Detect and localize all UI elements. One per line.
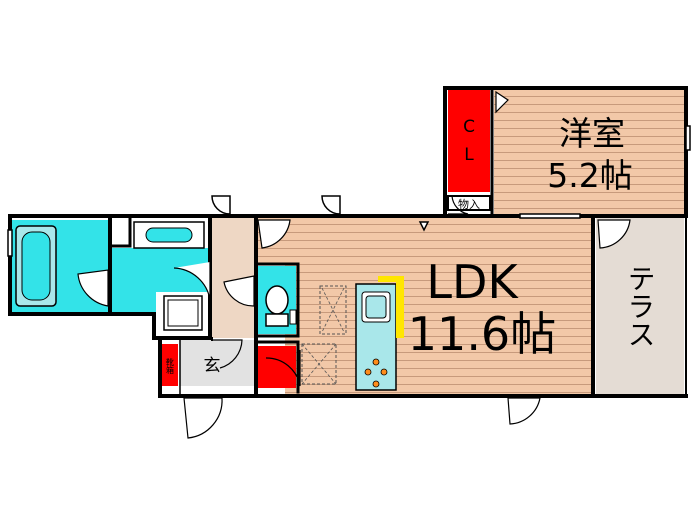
- stove-burner-4: [372, 358, 380, 366]
- side-window: [685, 125, 691, 151]
- stove-burner-3: [372, 380, 380, 388]
- toilet-tank: [265, 313, 289, 327]
- stove-burner-2: [380, 368, 388, 376]
- entrance-floor: [180, 340, 254, 386]
- ldk-entry-door: [257, 219, 291, 249]
- western-room-door: [495, 90, 509, 114]
- bathtub-inner: [21, 231, 51, 301]
- terrace-name: テラス: [624, 264, 657, 348]
- washroom-door: [173, 262, 211, 301]
- western-room-size: 5.2帖: [547, 156, 632, 195]
- storage-label: 物入: [458, 197, 480, 211]
- storage-block: [447, 195, 491, 211]
- pantry-mark: [301, 343, 337, 385]
- washing-machine-inner: [167, 299, 199, 327]
- entrance-name: 玄: [204, 356, 221, 376]
- bathroom-door: [77, 269, 109, 307]
- bath-window: [7, 229, 13, 257]
- closet-block: [448, 90, 490, 192]
- doors: [77, 90, 631, 439]
- pantry-space: [301, 343, 337, 385]
- fridge-space: [319, 285, 347, 335]
- terrace-floor: [596, 218, 684, 394]
- kitchen-yellow-top: [378, 276, 404, 282]
- toilet-bowl: [265, 285, 289, 315]
- entrance-door: [183, 397, 223, 439]
- hall-door: [223, 275, 255, 307]
- entrance-inner-door: [212, 339, 243, 369]
- labels: 洋室 5.2帖 LDK 11.6帖 テラス 玄 C L 物入 靴箱: [166, 114, 657, 376]
- kitchen-sink-inner: [365, 295, 387, 319]
- stove-burner-1: [364, 368, 372, 376]
- openings: [7, 125, 691, 257]
- toilet-sink: [289, 309, 297, 325]
- shoe-box-block: [162, 344, 178, 386]
- toilet-door: [265, 350, 301, 387]
- closet-label-l: L: [464, 145, 474, 165]
- terrace-door: [597, 219, 631, 249]
- storage-door: [448, 195, 469, 215]
- washbasin: [145, 227, 193, 243]
- washing-machine-space: [163, 295, 203, 331]
- ldk-window-door: [507, 397, 541, 425]
- ldk-name: LDK: [426, 255, 519, 309]
- fridge-mark: [321, 287, 345, 333]
- western-room-floor: [494, 90, 684, 214]
- western-room-name: 洋室: [559, 114, 625, 153]
- sliding-window: [519, 213, 581, 219]
- ldk-size: 11.6帖: [408, 307, 556, 361]
- closet-label-c: C: [463, 117, 475, 137]
- kitchen-yellow-panel: [396, 280, 404, 338]
- shoe-box-label: 靴箱: [166, 357, 175, 375]
